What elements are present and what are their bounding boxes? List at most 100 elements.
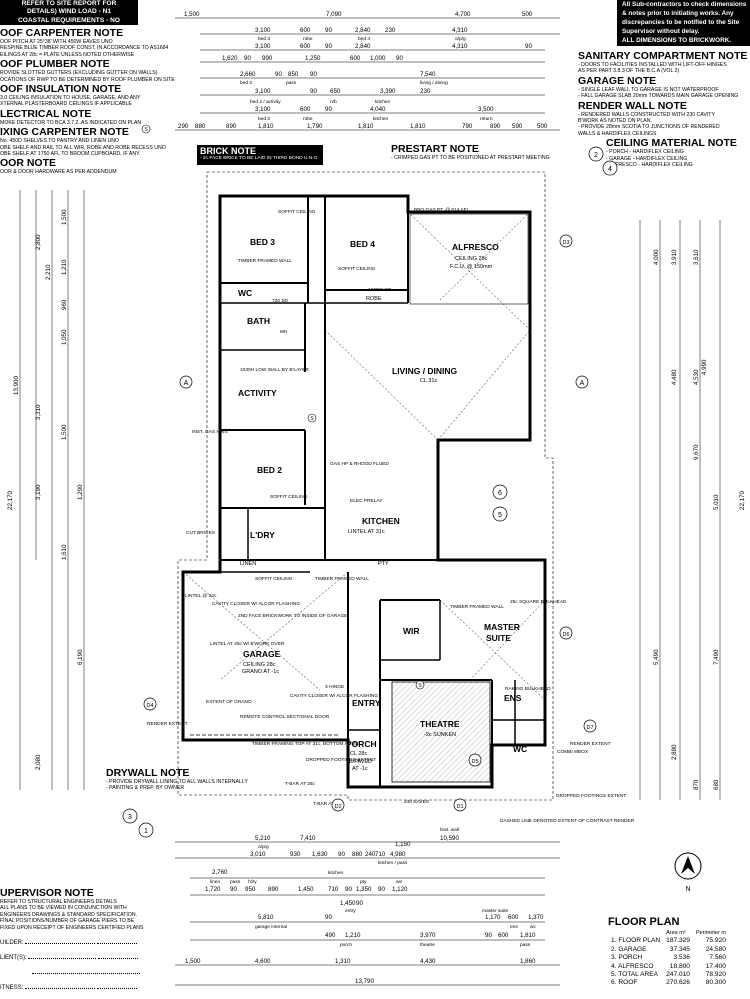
dim-label: 90 (356, 900, 363, 907)
annotation: DROPPED FOOTINGS EXTENT (306, 757, 376, 763)
dim-label: 1,310 (335, 958, 351, 965)
dim-label: 2,210 (45, 264, 52, 280)
annotation: COMBI MBOX (557, 749, 589, 755)
sanitary-note: SANITARY COMPARTMENT NOTE - DOORS TO FAC… (578, 50, 748, 75)
ceiling-material-note: CEILING MATERIAL NOTE - PORCH - HARDIFLE… (606, 137, 737, 169)
marker-D2: D2 (331, 798, 345, 812)
north-arrow-icon: N (674, 852, 702, 893)
door-note: OOR NOTE OOR & DOOR HARDWARE AS PER ADDE… (0, 157, 117, 176)
client-signature-row: LIENT(S): (0, 954, 165, 969)
dim-label: 5,210 (255, 835, 271, 842)
svg-text:D1: D1 (456, 804, 463, 810)
dim-label: 4,600 (255, 958, 271, 965)
dim-sublabel: wir (396, 879, 403, 885)
dim-sublabel: garage internal (255, 924, 287, 930)
svg-text:2: 2 (594, 152, 598, 159)
dim-label: 1,810 (258, 123, 274, 130)
left-notes: OOF CARPENTER NOTE OOF PITCH AT 25°38' W… (0, 27, 185, 176)
room-bed3: BED 3 (250, 237, 275, 247)
alfresco-ceiling: CEILING 28c (455, 256, 488, 262)
dim-label: 90 (310, 71, 317, 78)
dim-label: 1,790 (307, 123, 323, 130)
dim-sublabel: living / dining (420, 80, 448, 86)
annotation: TIMBER FRAMED WALL (450, 604, 504, 610)
room-wc2: WC (513, 744, 527, 754)
dim-label: 90 (230, 886, 237, 893)
dim-label: 600 (300, 43, 311, 50)
dim-label: 4,000 (653, 249, 660, 265)
dim-label: 880 (352, 851, 363, 858)
dim-label: 5,010 (713, 494, 720, 510)
garage-ceiling: CEILING 28c (243, 662, 276, 668)
dim-label: 4,310 (452, 27, 468, 34)
top-dim-row2: 3,100 600 90 2,840 230 4,310 bed 3 robe … (255, 27, 468, 42)
dim-label: 890 (490, 123, 501, 130)
annotation: TIMBER FRAMING TOP AT 31c, BOTTOM AT 28c (252, 741, 360, 747)
annotation: 2ND FACE BRICKWORK TO INSIDE OF GARAGE (238, 613, 347, 619)
marker-6: 6 (492, 484, 508, 500)
dim-sublabel: bed 3 (258, 36, 270, 42)
dim-sublabel: master suite (482, 908, 508, 914)
dim-label: 7,410 (300, 835, 316, 842)
dim-label: 1,120 (392, 886, 408, 893)
svg-text:S: S (310, 416, 314, 422)
living-ceiling: CL 31c (420, 378, 437, 384)
dim-label: 90 (525, 43, 532, 50)
marker-D4: D4 (143, 697, 157, 711)
dim-label: 90 (325, 106, 332, 113)
room-bed4: BED 4 (350, 239, 375, 249)
svg-text:D6: D6 (562, 632, 569, 638)
dim-label: 22,170 (7, 491, 14, 510)
room-ensuite: ENS (504, 693, 522, 703)
dim-label: 710 (375, 851, 386, 858)
dim-label: 870 (693, 779, 700, 790)
dim-label: 600 (508, 914, 519, 921)
dim-label: 3,100 (255, 43, 271, 50)
dim-label: 600 (350, 55, 361, 62)
annotation: SOFFIT CEILING (338, 266, 376, 272)
dim-sublabel: feat. wall (440, 827, 459, 833)
room-wir: WIR (403, 626, 420, 636)
dim-label: 1,150 (395, 841, 411, 848)
porch-bpaved: B/PAVED (349, 759, 372, 765)
dim-label: 4,480 (671, 369, 678, 385)
dim-label: 850 (288, 71, 299, 78)
dim-label: 3,390 (380, 88, 396, 95)
dim-label: 1,500 (61, 424, 68, 440)
dim-label: 930 (290, 851, 301, 858)
dim-label: 790 (462, 123, 473, 130)
dim-label: 1,810 (410, 123, 426, 130)
dim-label: 1,720 (205, 886, 221, 893)
right-dim-labels: 4,990 22,170 4,000 3,910 3,610 4,480 4,5… (653, 249, 746, 790)
dim-label: 90 (485, 932, 492, 939)
dim-label: 1,860 (520, 958, 536, 965)
marker-1: 1 (138, 822, 154, 838)
dim-sublabel: pass (520, 943, 531, 948)
top-dim-row7: 3,100 600 90 4,040 3,500 bed 2 robe kitc… (255, 106, 494, 122)
dim-label: 3,100 (255, 88, 271, 95)
dim-label: 4,990 (701, 359, 708, 375)
dim-label: 90 (244, 55, 251, 62)
dim-sublabel: porch (340, 942, 352, 948)
dim-label: 500 (522, 11, 533, 18)
dim-sublabel: bed 2 (258, 116, 270, 122)
dim-label: 2,760 (212, 869, 228, 876)
dim-label: 4,430 (420, 958, 436, 965)
dim-label: 1,450 (298, 886, 314, 893)
svg-text:1: 1 (144, 828, 148, 835)
dim-label: 1,250 (305, 55, 321, 62)
dim-sublabel: theatre (420, 942, 435, 948)
dim-label: 1,500 (184, 11, 200, 18)
signature-block: UILDER: LIENT(S): ITNESS: (0, 939, 165, 999)
plan-annotations: SOFFIT CEILING SOFFIT CEILING SOFFIT CEI… (147, 207, 635, 824)
dim-sublabel: bed 2 (240, 80, 252, 86)
top-dim-row6: 3,100 90 650 3,390 230 bed 2 / activity … (250, 88, 431, 105)
dim-label: 1,290 (77, 484, 84, 500)
